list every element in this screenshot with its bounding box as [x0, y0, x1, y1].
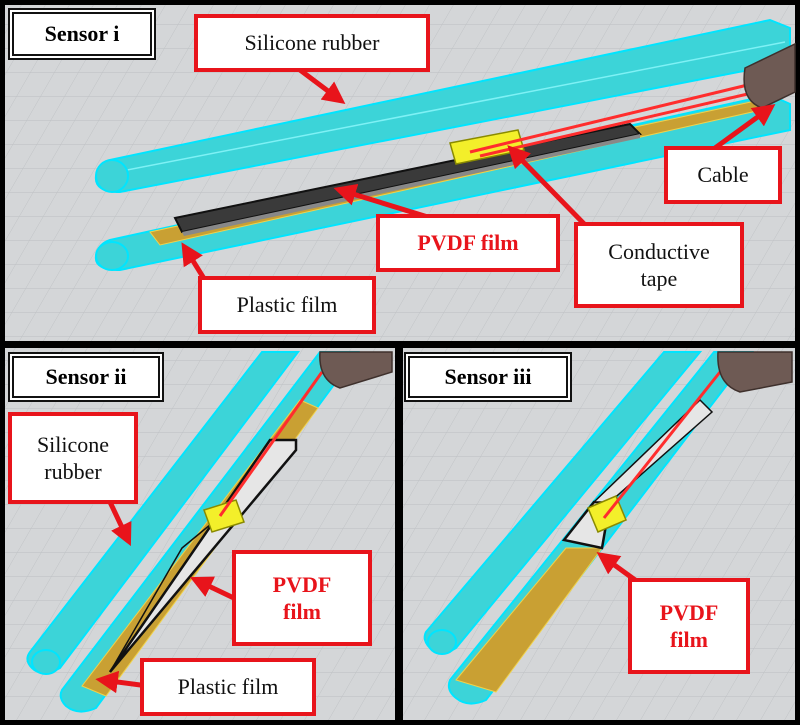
label-silicone-ii-line-1: Silicone — [36, 431, 110, 457]
arrow-cable-i — [713, 104, 776, 151]
arrow-pvdf-ii — [189, 576, 240, 603]
silicone-rubber-upper-ii — [26, 351, 301, 674]
label-conductive-tape-line-1: Conductive — [608, 238, 710, 264]
sensor-ii-tag: Sensor ii — [8, 352, 164, 402]
conductive-tape-ii — [203, 499, 245, 533]
label-pvdf-ii-line-2: film — [283, 599, 321, 624]
wire-ii — [218, 371, 324, 517]
wire-iii — [602, 371, 722, 519]
label-pvdf-film-ii: PVDF film — [232, 550, 372, 646]
sensor-iii-tag: Sensor iii — [404, 352, 572, 402]
label-plastic-film-i: Plastic film — [198, 276, 376, 334]
silicone-cap-iii — [427, 629, 457, 655]
label-conductive-tape-i: Conductive tape — [574, 222, 744, 308]
arrow-tape-i — [507, 145, 594, 234]
label-pvdf-iii-line-1: PVDF — [659, 599, 719, 625]
label-pvdf-ii-line-1: PVDF — [272, 571, 332, 597]
silicone-upper-cap — [95, 159, 129, 193]
label-silicone-rubber-i: Silicone rubber — [194, 14, 430, 72]
arrow-silicone-i — [298, 68, 346, 105]
arrow-silicone-ii — [107, 500, 132, 547]
cable-ii — [319, 351, 393, 389]
wire-1 — [469, 80, 761, 154]
label-plastic-film-ii: Plastic film — [140, 658, 316, 716]
label-conductive-tape-line-2: tape — [640, 266, 678, 291]
cable — [743, 42, 796, 109]
label-pvdf-film-iii: PVDF film — [628, 578, 750, 674]
cable-iii — [717, 351, 793, 393]
label-silicone-rubber-ii: Silicone rubber — [8, 412, 138, 504]
label-silicone-ii-line-2: rubber — [44, 459, 102, 484]
silicone-cap-ii — [31, 649, 61, 675]
label-pvdf-film-i: PVDF film — [376, 214, 560, 272]
silicone-upper-highlight — [95, 41, 786, 177]
silicone-lower-cap — [95, 241, 129, 271]
wire-2 — [479, 88, 766, 158]
label-pvdf-iii-line-2: film — [670, 627, 708, 652]
sensor-i-tag: Sensor i — [8, 8, 156, 60]
panel-sensor-iii — [403, 348, 795, 720]
label-cable-i: Cable — [664, 146, 782, 204]
